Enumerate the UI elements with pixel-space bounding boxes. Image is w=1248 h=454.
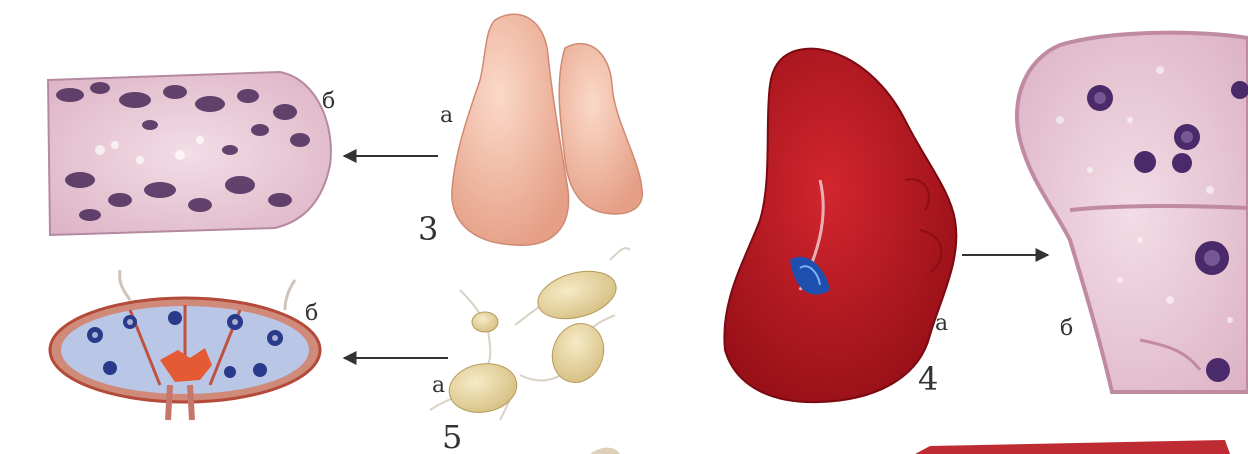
lymph-nodes-organ <box>430 248 630 420</box>
spleen-organ <box>724 49 956 402</box>
thymus-organ-label: а <box>440 103 453 128</box>
spleen-histology-section <box>1017 33 1248 392</box>
spleen-organ-label: а <box>935 311 948 336</box>
node-organ-label: а <box>432 373 445 398</box>
thymus-section-label: б <box>322 89 335 114</box>
node-number: 5 <box>442 418 462 454</box>
thymus-organ <box>452 14 642 245</box>
spleen-section-label: б <box>1060 316 1073 341</box>
lymph-node-section <box>50 270 320 420</box>
thymus-number: 3 <box>418 210 438 248</box>
cropped-bottom-edge <box>590 440 1230 454</box>
spleen-number: 4 <box>918 360 938 398</box>
node-section-label: б <box>305 301 318 326</box>
thymus-histology-section <box>48 72 331 235</box>
